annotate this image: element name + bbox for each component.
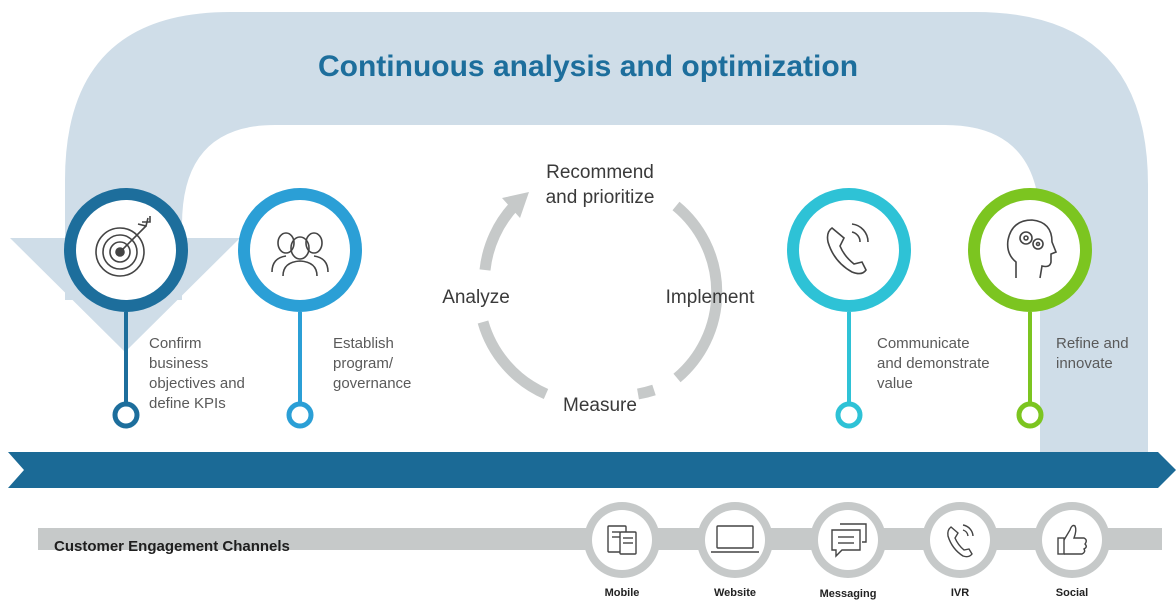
channel-ivr (922, 502, 998, 578)
cycle-arc-left (479, 201, 520, 271)
diagram-title: Continuous analysis and optimization (317, 50, 859, 83)
laptop-icon (711, 525, 759, 553)
pin-label-confirm-objectives: Confirm business objectives and define K… (149, 335, 245, 412)
channel-label-messaging: Messaging (819, 588, 877, 600)
cycle-label-analyze: Analyze (442, 287, 510, 308)
channel-social (1034, 502, 1110, 578)
people-group-icon (271, 232, 329, 277)
head-gears-icon (1006, 219, 1058, 279)
ivr-phone-icon (947, 524, 974, 558)
pin-label-refine-innovate: Refine and innovate (1056, 335, 1129, 372)
optimization-loop-arch (65, 12, 1148, 465)
cycle-label-recommend: Recommend and prioritize (545, 162, 655, 208)
cycle-arcs (477, 201, 723, 400)
mobile-tablet-icon (607, 525, 637, 555)
cycle-arrowhead (502, 192, 529, 218)
pin-communicate-value (787, 188, 911, 429)
pin-label-communicate-value: Communicate and demonstrate value (877, 335, 990, 392)
pin-refine-innovate (968, 188, 1092, 429)
pin-label-establish-governance: Establish program/ governance (333, 335, 412, 392)
cycle-arc-bottom-right (636, 384, 656, 400)
cycle-label-implement: Implement (665, 287, 755, 308)
cycle-arc-bottom-left (477, 320, 549, 400)
pin-confirm-objectives (64, 188, 188, 429)
pin-establish-governance (238, 188, 362, 429)
phone-icon (826, 223, 869, 275)
channel-label-mobile: Mobile (604, 587, 640, 599)
chat-bubbles-icon (831, 523, 867, 558)
channel-label-social: Social (1055, 587, 1089, 599)
channel-mobile (584, 502, 660, 578)
channel-messaging (810, 502, 886, 578)
cycle-arc-right (672, 201, 723, 383)
cycle-label-measure: Measure (563, 395, 637, 416)
channel-label-website: Website (714, 587, 756, 599)
channel-website (697, 502, 773, 578)
process-arrow (8, 452, 1176, 488)
channel-label-ivr: IVR (950, 587, 970, 599)
target-arrow-icon (95, 216, 151, 277)
channels-title: Customer Engagement Channels (54, 538, 290, 555)
thumbs-up-icon (1057, 524, 1087, 555)
